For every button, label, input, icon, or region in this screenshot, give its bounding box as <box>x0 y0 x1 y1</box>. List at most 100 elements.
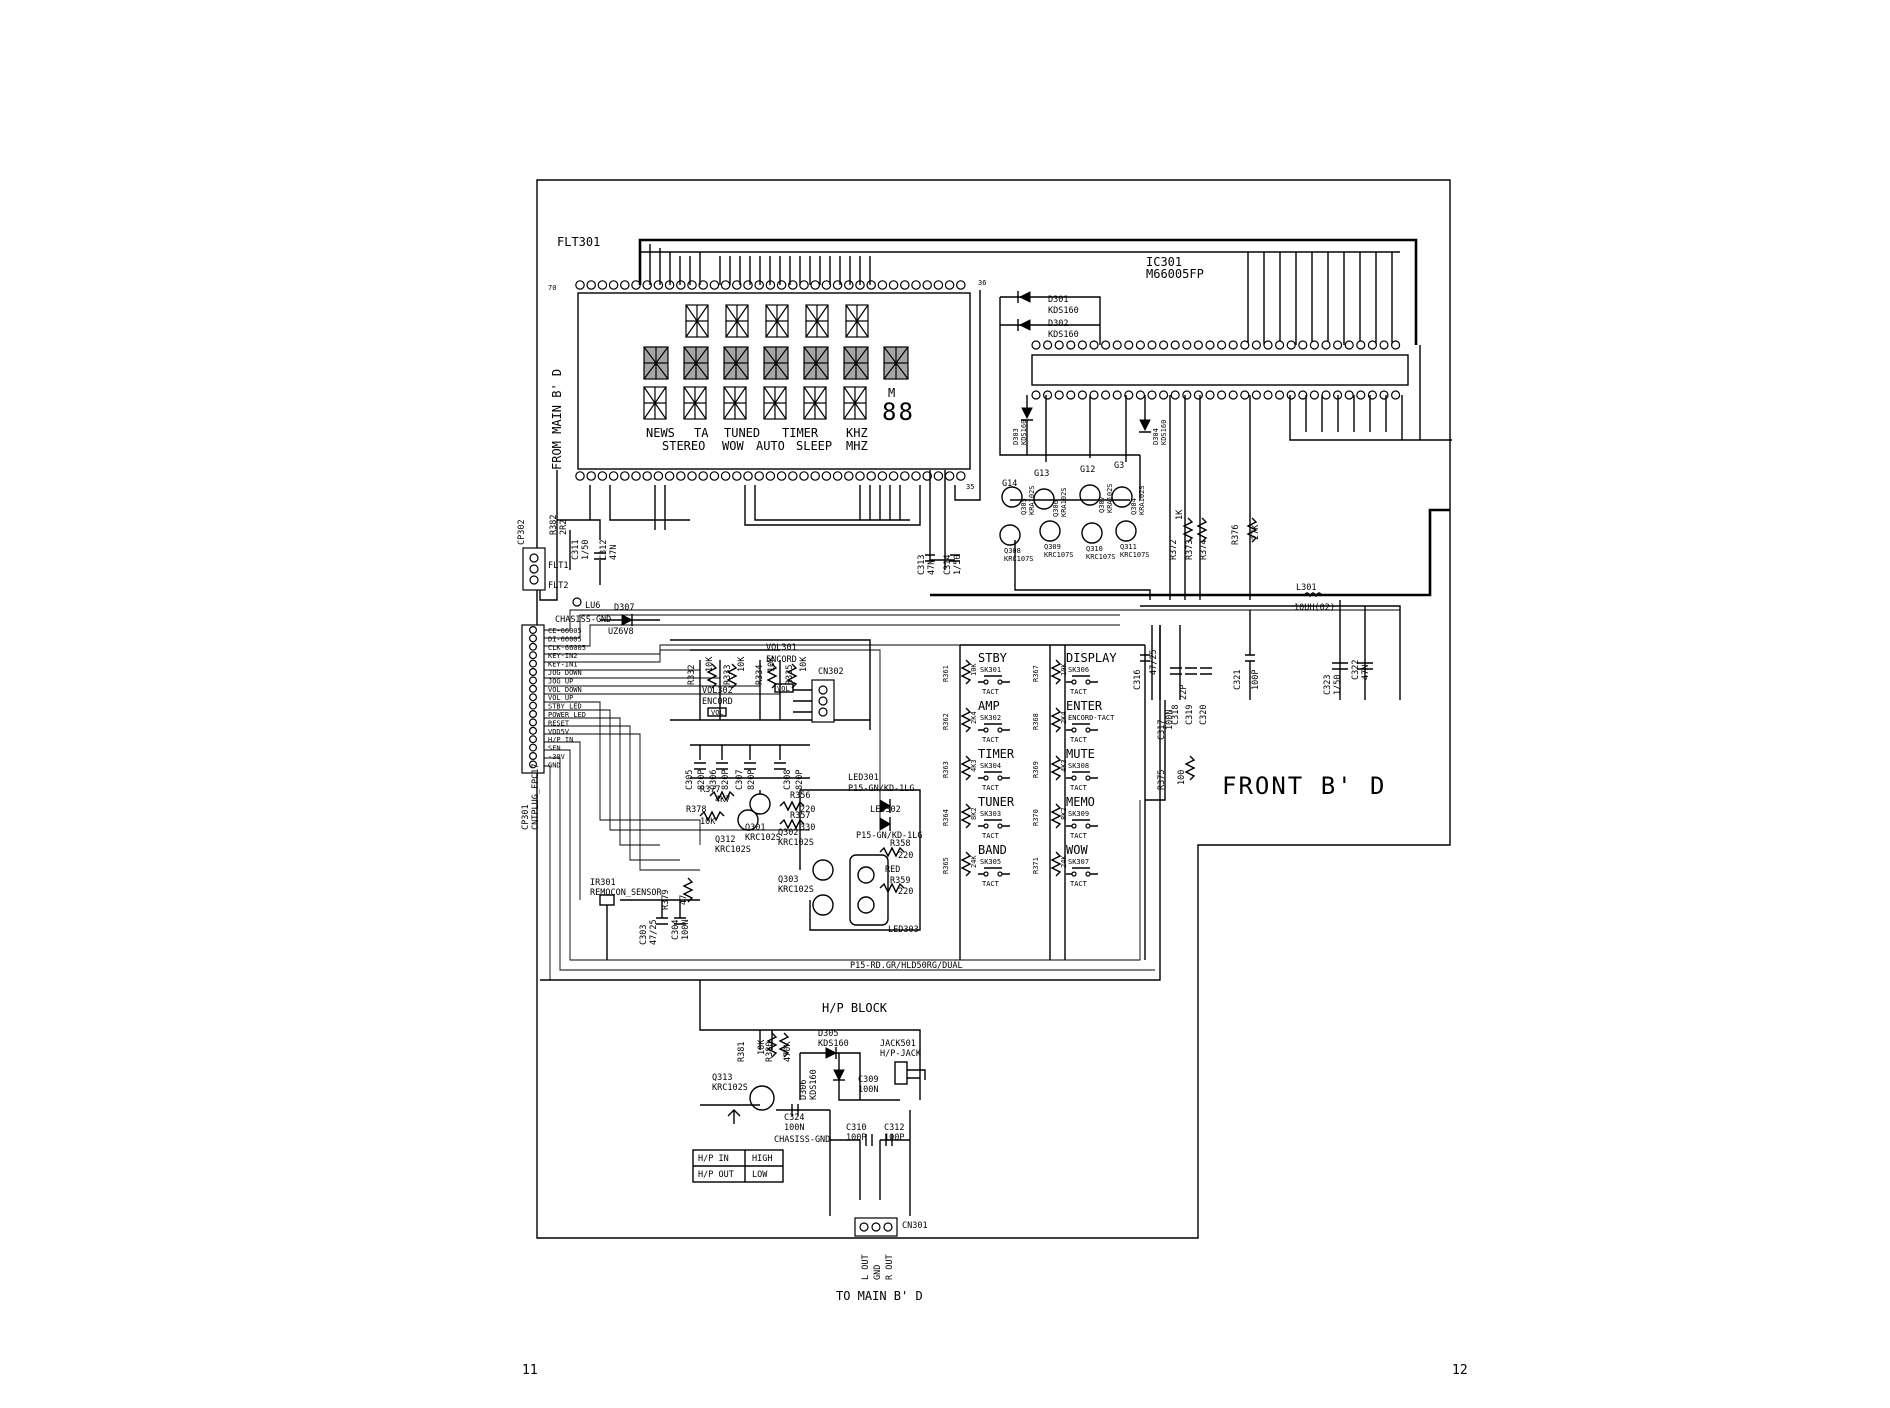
vfd-digit <box>803 346 829 380</box>
vfd-pin-bottom <box>709 471 720 481</box>
key-left-tact-contact <box>983 775 989 781</box>
vfd-ann-khz: KHZ <box>846 426 868 440</box>
vfd-pin-bottom <box>855 471 865 481</box>
grid-transistor-upper-ref: Q305 <box>1020 498 1028 515</box>
q303b-symbol <box>812 894 834 916</box>
vfd-digit <box>843 386 867 420</box>
ic301-pin-top <box>1356 340 1366 350</box>
q301-ref: Q301 <box>745 823 765 833</box>
ic301-pin-bottom <box>1193 390 1204 400</box>
vfd-digit <box>883 346 909 380</box>
vfd-digit-diag <box>803 386 827 420</box>
key-right-tact-contact <box>1071 727 1077 733</box>
vfd-pin-bottom <box>642 471 652 481</box>
grid-transistor-upper-part: KRA102S <box>1138 485 1146 515</box>
vfd-digit-diag <box>683 346 709 380</box>
cp301-pin <box>528 735 537 744</box>
r332-val: 10K <box>705 656 715 672</box>
grid-transistor-lower-ref: Q309 <box>1044 543 1061 551</box>
cp301-pin <box>528 659 537 668</box>
d302-ref: D302 <box>1048 319 1068 329</box>
cp301-wiring <box>540 609 1400 981</box>
vfd-digit-diag <box>843 386 867 420</box>
vfd-pin-top <box>843 280 854 290</box>
key-right-key-label: ENTER <box>1066 699 1103 713</box>
hp-chassis-gnd: CHASISS-GND <box>774 1135 830 1145</box>
key-right-tact-label: TACT <box>1070 832 1088 840</box>
c310-val: 100P <box>846 1133 866 1143</box>
r332-ref: R332 <box>687 665 697 685</box>
q312-part: KRC102S <box>715 845 751 855</box>
cp301-pin <box>528 726 537 735</box>
q302-ref: Q302 <box>778 828 798 838</box>
ic301-pin-bottom <box>1240 390 1250 400</box>
vfd-pin-bottom <box>765 471 776 481</box>
key-right-resistor <box>1050 755 1062 781</box>
vfd-pin-bottom <box>899 471 910 481</box>
ic301-pin-bottom <box>1216 390 1227 400</box>
c322-val: 47N <box>1361 665 1371 680</box>
r334-val: 10K <box>767 656 777 672</box>
key-left-switch-ref: SK301 <box>980 666 1001 674</box>
grid-transistor-lower-symbol <box>1081 522 1103 544</box>
r381-ref: R381 <box>737 1042 747 1062</box>
c313-ref: C313 <box>917 555 927 575</box>
flt301-ref: FLT301 <box>557 235 600 249</box>
r378-ref: R378 <box>686 805 706 815</box>
vfd-digit-dots <box>684 347 708 379</box>
key-left-switch-ref: SK302 <box>980 714 1001 722</box>
from-main-label: FROM MAIN B' D <box>550 369 564 470</box>
q301-part: KRC102S <box>745 833 781 843</box>
vfd-ann-ta: TA <box>694 426 709 440</box>
ic301-pin-bottom <box>1298 390 1308 400</box>
ic301-pin-top <box>1309 340 1320 350</box>
key-left-tact-label: TACT <box>982 832 1000 840</box>
grid-g13: G13 <box>1034 469 1049 479</box>
cp301-pin-label: CLK-66005 <box>548 644 586 652</box>
q312-symbol <box>737 809 759 831</box>
c312-ref: C312 <box>599 540 609 560</box>
c310-ref: C310 <box>846 1123 866 1133</box>
vfd-pin-top <box>608 280 619 290</box>
ic301-pin-top <box>1182 340 1192 350</box>
c320-ref: C320 <box>1199 705 1209 725</box>
c308-ref: C308 <box>783 770 793 790</box>
key-left-resistor-val: 2K4 <box>970 711 978 724</box>
d305-ref: D305 <box>818 1029 838 1039</box>
ic301-pin-bottom <box>1089 390 1099 400</box>
ic301-pin-bottom <box>1158 390 1169 400</box>
key-right-tact-contact <box>1085 727 1091 733</box>
vfd-pin-bottom <box>866 471 876 481</box>
q302-part: KRC102S <box>778 838 814 848</box>
key-left-key-label: TIMER <box>978 747 1015 761</box>
vfd-pin-bottom <box>754 471 764 481</box>
ic301-pin-top <box>1100 340 1111 350</box>
cp301-pin <box>528 709 537 718</box>
key-left-tact-label: TACT <box>982 784 1000 792</box>
c305-ref: C305 <box>685 770 695 790</box>
d304-symbol <box>1139 419 1151 432</box>
vfd-pin-bottom <box>877 471 888 481</box>
vfd-pin-top <box>944 280 955 290</box>
d307-val: UZ6V8 <box>608 627 634 637</box>
board-title: FRONT B' D <box>1222 772 1387 800</box>
ic301-pin-top <box>1390 340 1401 350</box>
vfd-digit <box>723 346 749 380</box>
ic301-pins-bottom <box>1031 390 1401 400</box>
grid-transistor-upper-part: KRA102S <box>1106 483 1114 513</box>
key-left-resistor <box>960 755 972 781</box>
vfd-digit <box>765 304 789 338</box>
cp301-pin-label: VOL DOWN <box>548 686 582 694</box>
key-right-switch-ref: SK309 <box>1068 810 1089 818</box>
vfd-digit <box>725 304 749 338</box>
c311-ref: C311 <box>571 540 581 560</box>
r378-val: 10K <box>700 817 716 827</box>
vol302-ref: VOL302 <box>702 686 733 696</box>
vol301-symbol <box>774 683 794 693</box>
ic301-pin-bottom <box>1379 390 1389 400</box>
ic301-body <box>1031 354 1409 386</box>
key-right-resistor <box>1050 707 1062 733</box>
vfd-pin-bottom <box>911 471 921 481</box>
key-left-tact-label: TACT <box>982 736 1000 744</box>
vfd-pin-top <box>709 280 720 290</box>
